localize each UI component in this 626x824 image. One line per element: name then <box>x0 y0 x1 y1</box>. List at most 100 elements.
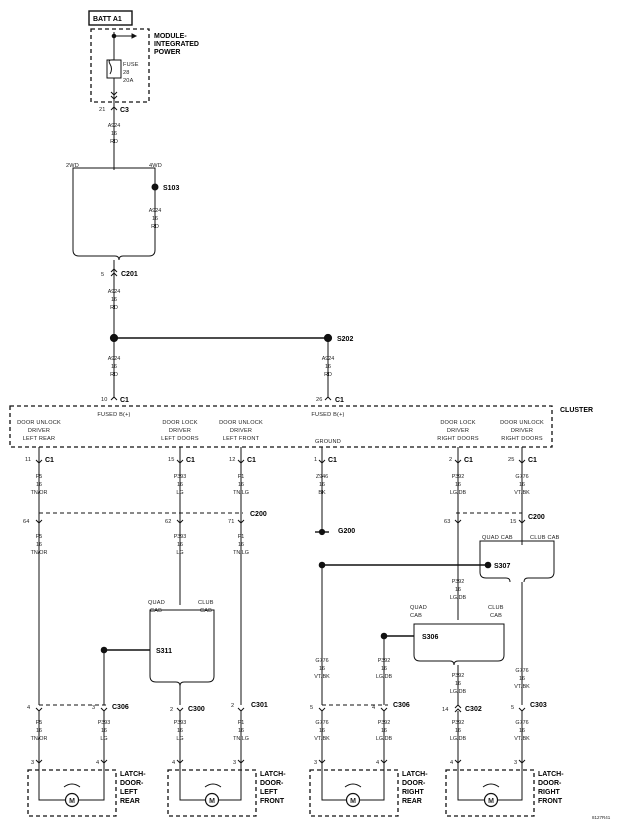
wire-color: TN/LG <box>233 736 249 742</box>
c302-label: C302 <box>465 706 482 713</box>
latch-2-l1: LATCH- <box>402 771 428 778</box>
latch-1-l2: DOOR- <box>260 780 284 787</box>
out-wire-1b: 16 <box>177 482 183 488</box>
cab-mid-quad-2: CAB <box>410 613 422 619</box>
out-pin-2: 12 <box>229 457 236 463</box>
c303-pin: 5 <box>511 705 514 711</box>
c200-pin-1: 62 <box>165 519 172 525</box>
wire-gauge: 16 <box>319 728 325 734</box>
out-c1-4: C1 <box>464 457 473 464</box>
out-pin-4: 2 <box>449 457 452 463</box>
driver-ru-3: RIGHT DOORS <box>501 436 543 442</box>
wd-split <box>72 167 156 172</box>
out-wire-2c: TN/LG <box>233 490 249 496</box>
wire-gauge: 16 <box>111 131 117 137</box>
cluster-title: CLUSTER <box>560 407 593 414</box>
wire-gauge: 16 <box>36 728 42 734</box>
c1-pin-right: 26 <box>316 397 323 403</box>
out-wire-4c: LG/DB <box>450 490 467 496</box>
out-wire-0c: TN/OR <box>31 490 48 496</box>
latch-box-left-rear <box>27 769 117 817</box>
wire-color: TN/OR <box>31 736 48 742</box>
split-right: 4WD <box>149 163 162 169</box>
wire-color: LG/DB <box>376 674 393 680</box>
batt-box <box>88 10 133 26</box>
c300-label: C300 <box>188 706 205 713</box>
out-wire-5c: VT/BK <box>514 490 530 496</box>
wire-g776-a: G776 <box>315 658 328 664</box>
wire-color: LG <box>176 550 183 556</box>
fused-left: FUSED B(+) <box>97 412 130 418</box>
module-label-2: INTEGRATED <box>154 41 199 48</box>
c201-label: C201 <box>121 271 138 278</box>
wire-gauge: 16 <box>238 728 244 734</box>
wire-gauge: 16 <box>455 587 461 593</box>
c306-right-pin-b: 4 <box>372 705 375 711</box>
wire-color: VT/BK <box>514 684 530 690</box>
wire-gauge: 16 <box>101 728 107 734</box>
c200-label-right: C200 <box>528 514 545 521</box>
wire-g776-low-b: G776 <box>515 720 528 726</box>
cab-right-quad: QUAD CAB <box>482 535 513 541</box>
latch-0-l2: DOOR- <box>120 780 144 787</box>
wire-p5-mid: P5 <box>36 534 43 540</box>
motor-letter: M <box>209 798 215 805</box>
fuse-rating: 20A <box>123 78 134 84</box>
wire-a924-4: A924 <box>108 356 121 362</box>
out-wire-1a: P393 <box>174 474 187 480</box>
driver-ld-2: DRIVER <box>169 428 191 434</box>
wire-a924-2: A924 <box>149 208 162 214</box>
latch-2-pin-a: 3 <box>314 760 317 766</box>
out-wire-0b: 16 <box>36 482 42 488</box>
latch-2-l2: DOOR- <box>402 780 426 787</box>
wire-g776-low-a: G776 <box>315 720 328 726</box>
wire-gauge: 16 <box>36 542 42 548</box>
driver-rd-3: RIGHT DOORS <box>437 436 479 442</box>
driver-lr-3: LEFT REAR <box>23 436 55 442</box>
out-wire-3c: BK <box>318 490 326 496</box>
wire-gauge: 16 <box>519 676 525 682</box>
module-box <box>90 28 150 103</box>
wire-color: VT/BK <box>514 736 530 742</box>
c1-pin-left: 10 <box>101 397 108 403</box>
cluster-box <box>9 405 553 448</box>
s103-label: S103 <box>163 185 179 192</box>
wire-color: VT/BK <box>314 674 330 680</box>
wire-gauge: 16 <box>519 728 525 734</box>
c201-pin: 5 <box>101 272 104 278</box>
wire-a924-3: A924 <box>108 289 121 295</box>
out-c1-0: C1 <box>45 457 54 464</box>
driver-ground: GROUND <box>315 439 341 445</box>
latch-3-l3: RIGHT <box>538 789 561 796</box>
driver-ld-3: LEFT DOORS <box>161 436 199 442</box>
wire-color: LG/DB <box>450 689 467 695</box>
cab-mid-club-2: CAB <box>490 613 502 619</box>
out-wire-5b: 16 <box>519 482 525 488</box>
s202-label: S202 <box>337 336 353 343</box>
wire-p392-low-b: P392 <box>452 720 465 726</box>
out-wire-2b: 16 <box>238 482 244 488</box>
out-wire-2a: P1 <box>238 474 245 480</box>
wire-gauge: 16 <box>111 364 117 370</box>
wire-p1-low: P1 <box>238 720 245 726</box>
c306-left-label: C306 <box>112 704 129 711</box>
latch-0-l3: LEFT <box>120 789 138 796</box>
wire-gauge: 16 <box>238 542 244 548</box>
wire-g776-b: G776 <box>515 668 528 674</box>
cab-left-quad-1: QUAD <box>148 600 165 606</box>
wire-color: RD <box>110 305 118 311</box>
wire-p393-low-a: P393 <box>98 720 111 726</box>
wire-color: RD <box>110 139 118 145</box>
wire-color: TN/OR <box>31 550 48 556</box>
c306-left-pin-a: 4 <box>27 705 30 711</box>
batt-label: BATT A1 <box>93 16 122 23</box>
driver-rd-1: DOOR LOCK <box>440 420 475 426</box>
driver-ld-1: DOOR LOCK <box>162 420 197 426</box>
wire-gauge: 16 <box>177 542 183 548</box>
latch-2-l3: RIGHT <box>402 789 425 796</box>
wire-gauge: 16 <box>455 681 461 687</box>
wire-color: LG/DB <box>376 736 393 742</box>
fuse-text: FUSE <box>123 62 139 68</box>
latch-1-pin-b: 3 <box>233 760 236 766</box>
